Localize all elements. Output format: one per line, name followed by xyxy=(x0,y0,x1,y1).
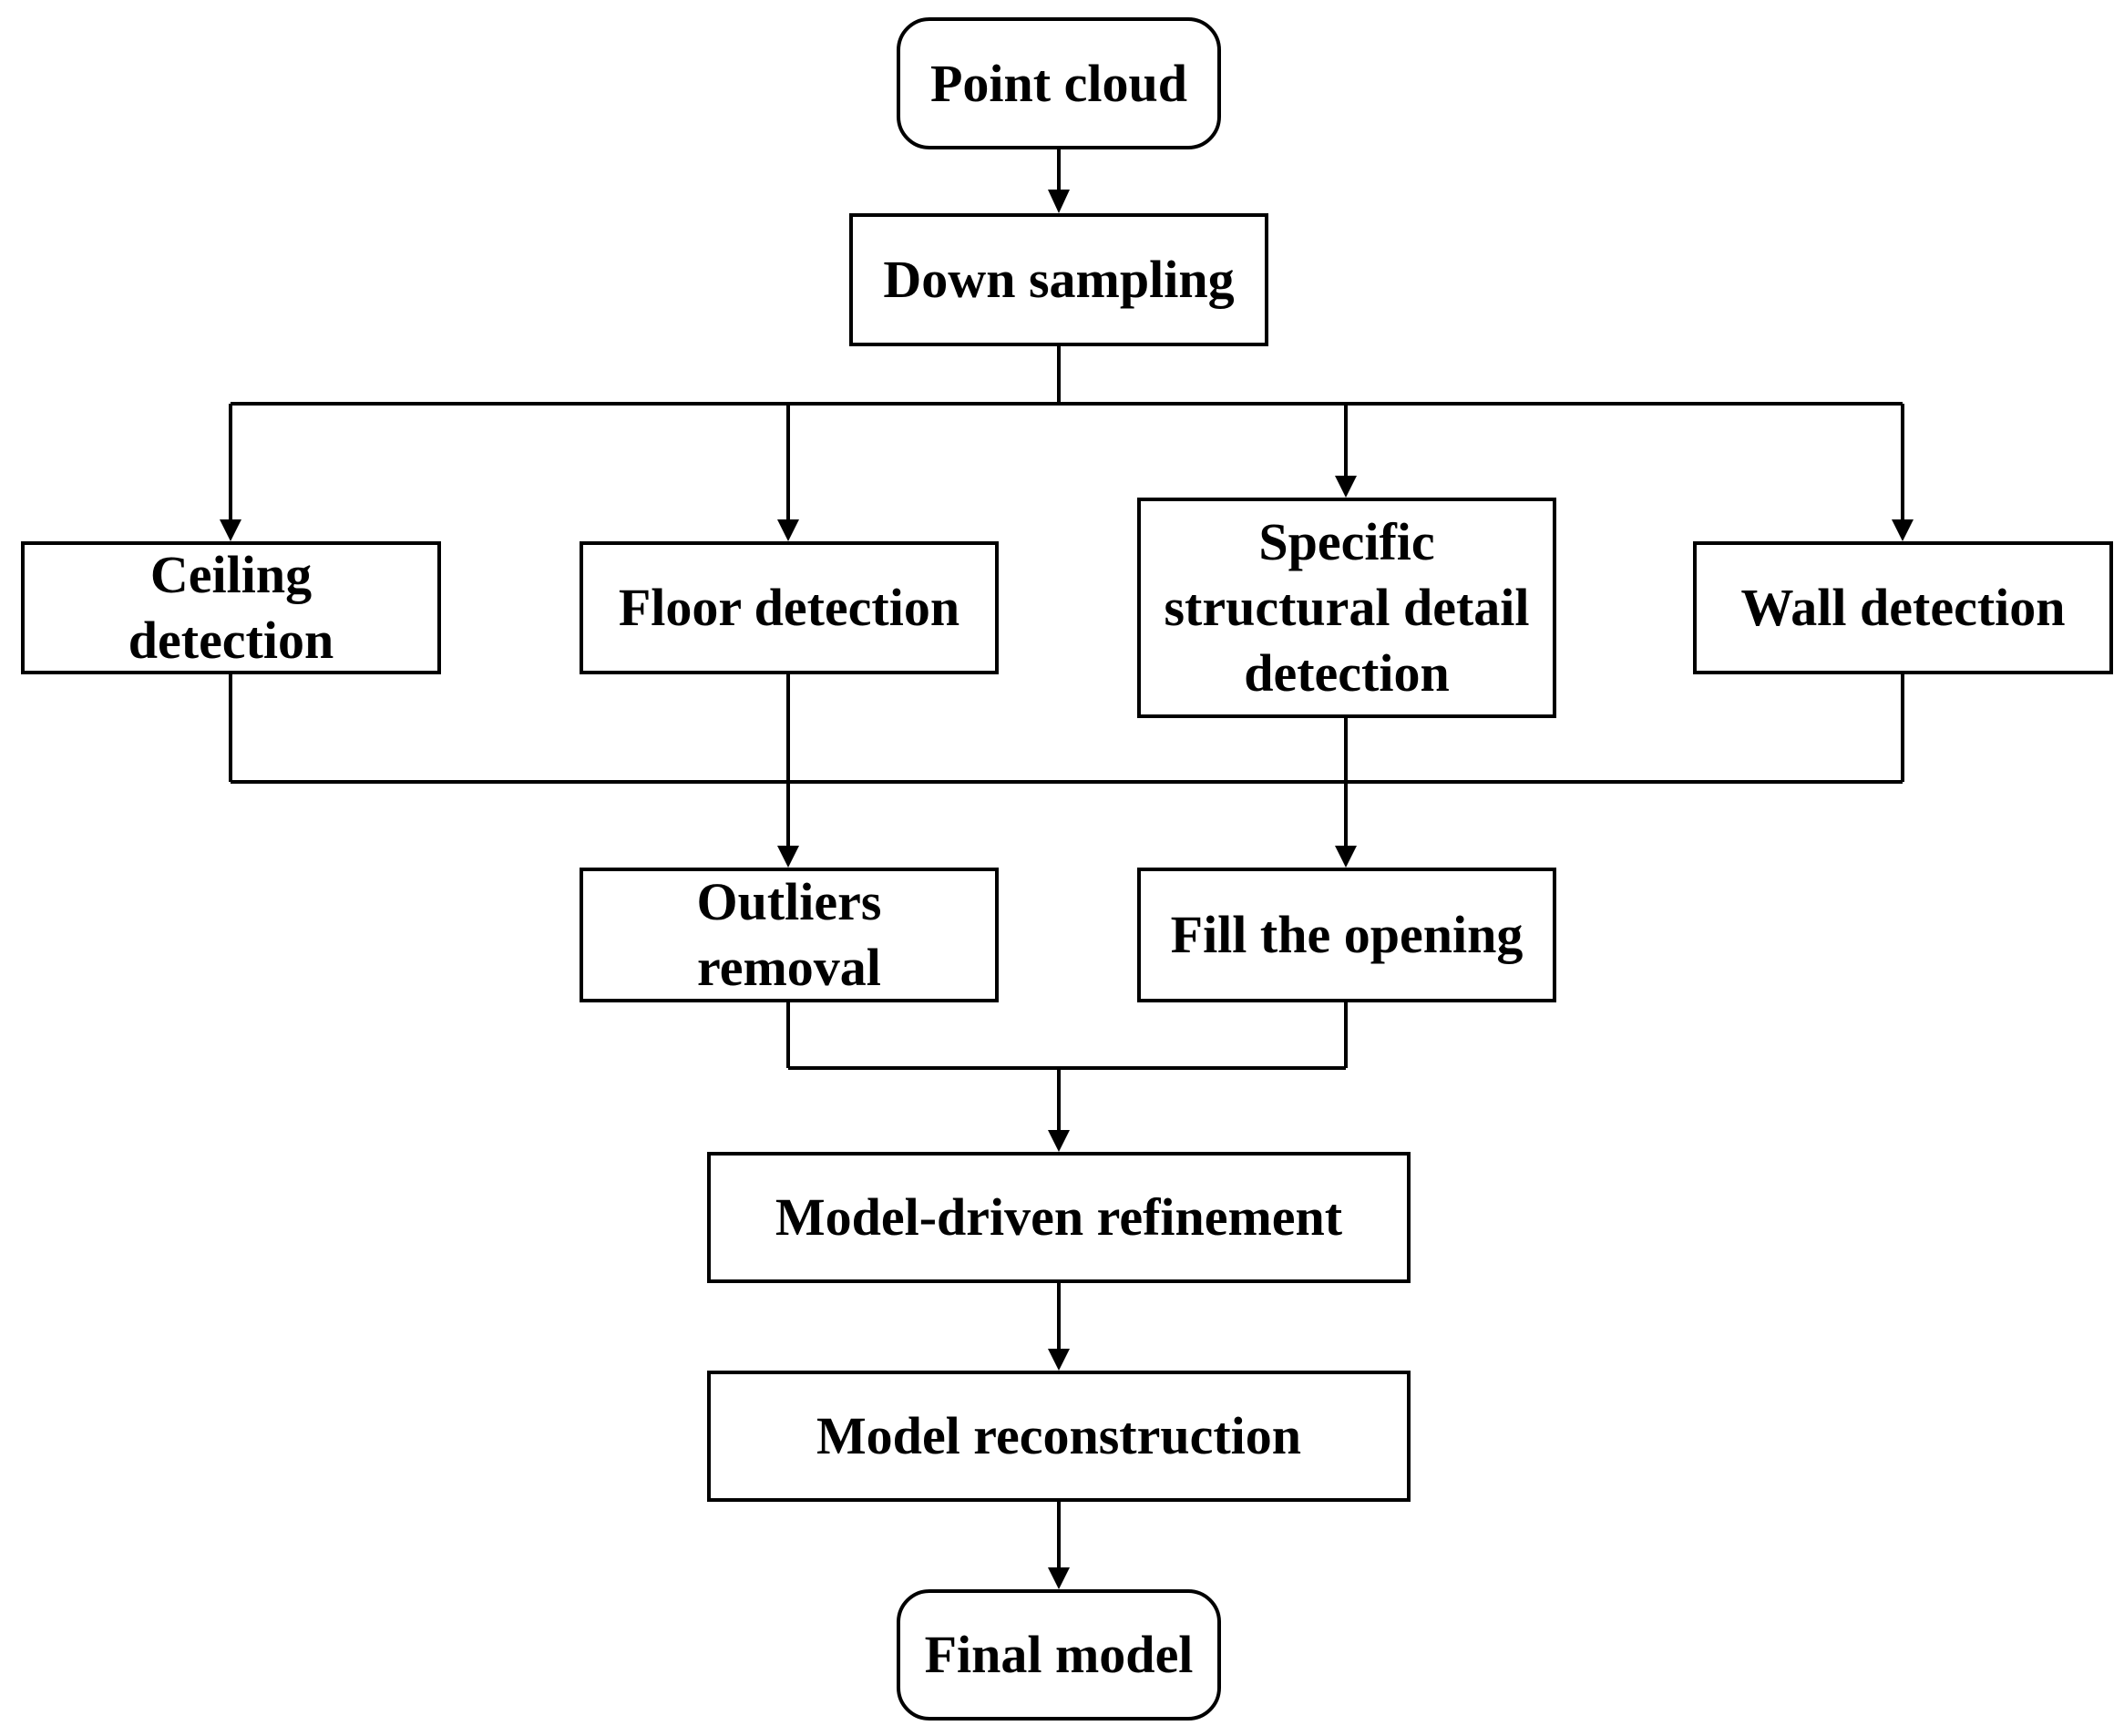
node-model-driven-refinement-label: Model-driven refinement xyxy=(775,1185,1342,1250)
node-model-driven-refinement: Model-driven refinement xyxy=(707,1152,1411,1283)
node-down-sampling-line-1: Down sampling xyxy=(883,250,1235,309)
node-floor-detection: Floor detection xyxy=(580,541,999,674)
node-model-reconstruction-line-1: Model reconstruction xyxy=(816,1406,1302,1465)
arrowhead-down-sampling xyxy=(1048,190,1070,213)
node-floor-detection-line-1: Floor detection xyxy=(618,578,960,637)
node-wall-detection-line-1: Wall detection xyxy=(1740,578,2066,637)
node-wall-detection: Wall detection xyxy=(1693,541,2113,674)
node-model-driven-refinement-line-1: Model-driven refinement xyxy=(775,1187,1343,1247)
node-model-reconstruction-label: Model reconstruction xyxy=(816,1403,1301,1469)
node-specific-detail-detection: Specific structural detail detection xyxy=(1137,498,1556,718)
node-fill-the-opening: Fill the opening xyxy=(1137,868,1556,1002)
node-wall-detection-label: Wall detection xyxy=(1740,575,2065,641)
arrowhead-model-reconstruction xyxy=(1048,1349,1070,1371)
node-outliers-removal: Outliers removal xyxy=(580,868,999,1002)
node-final-model-line-1: Final model xyxy=(924,1625,1194,1684)
node-model-reconstruction: Model reconstruction xyxy=(707,1371,1411,1502)
node-specific-detail-line-2: structural detail xyxy=(1164,578,1530,637)
node-ceiling-detection-line-2: detection xyxy=(128,611,334,670)
node-outliers-removal-line-1: Outliers xyxy=(696,872,882,931)
node-specific-detail-line-3: detection xyxy=(1244,643,1450,703)
node-outliers-removal-line-2: removal xyxy=(697,938,881,997)
node-point-cloud-line-1: Point cloud xyxy=(930,53,1187,113)
node-fill-the-opening-line-1: Fill the opening xyxy=(1170,905,1524,964)
node-down-sampling-label: Down sampling xyxy=(883,247,1234,313)
arrowhead-floor-detection xyxy=(777,519,799,541)
arrowhead-model-driven-refinement xyxy=(1048,1130,1070,1152)
node-outliers-removal-label: Outliers removal xyxy=(697,869,882,1001)
arrowhead-outliers-removal xyxy=(777,846,799,868)
node-specific-detail-line-1: Specific xyxy=(1258,512,1435,571)
node-floor-detection-label: Floor detection xyxy=(619,575,959,641)
node-down-sampling: Down sampling xyxy=(849,213,1268,346)
node-final-model-label: Final model xyxy=(925,1622,1194,1688)
node-ceiling-detection-line-1: Ceiling xyxy=(149,545,313,604)
node-point-cloud-label: Point cloud xyxy=(930,51,1187,117)
arrowhead-fill-the-opening xyxy=(1335,846,1357,868)
arrowhead-specific-detail-detection xyxy=(1335,476,1357,498)
node-ceiling-detection: Ceiling detection xyxy=(21,541,441,674)
node-point-cloud: Point cloud xyxy=(897,17,1221,149)
arrowhead-wall-detection xyxy=(1892,519,1914,541)
arrowhead-ceiling-detection xyxy=(220,519,241,541)
node-final-model: Final model xyxy=(897,1589,1221,1721)
node-ceiling-detection-label: Ceiling detection xyxy=(128,542,334,673)
node-specific-detail-detection-label: Specific structural detail detection xyxy=(1164,509,1529,706)
node-fill-the-opening-label: Fill the opening xyxy=(1171,902,1524,968)
arrowhead-final-model xyxy=(1048,1567,1070,1589)
